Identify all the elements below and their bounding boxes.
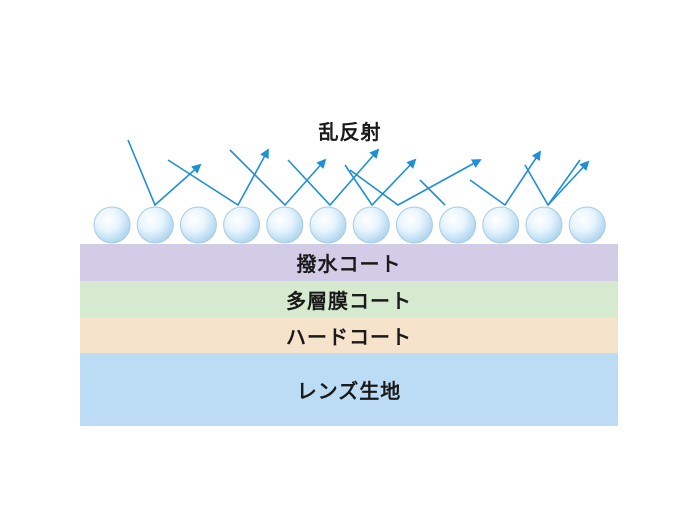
surface-particle	[93, 206, 131, 244]
surface-particle	[223, 206, 261, 244]
reflection-arrows	[127, 139, 590, 207]
layer-water-repellent-coat: 撥水コート	[80, 244, 618, 281]
layer-multilayer-coat: 多層膜コート	[80, 281, 618, 317]
surface-particle	[525, 206, 563, 244]
surface-particle	[136, 206, 174, 244]
reflection-arrow	[167, 148, 269, 207]
layer-hard-coat: ハードコート	[80, 317, 618, 353]
reflection-arrow	[419, 179, 446, 206]
surface-particle	[439, 206, 477, 244]
reflection-arrow	[547, 159, 581, 206]
surface-particle	[568, 206, 606, 244]
surface-particle	[179, 206, 217, 244]
surface-particle	[309, 206, 347, 244]
layer-lens-base: レンズ生地	[80, 353, 618, 426]
reflection-arrow	[524, 160, 590, 207]
surface-particle	[266, 206, 304, 244]
reflection-arrow	[287, 148, 380, 207]
surface-particle	[482, 206, 520, 244]
reflection-arrow	[127, 139, 202, 207]
reflection-arrow	[349, 159, 482, 206]
reflection-arrow	[229, 149, 327, 207]
reflection-arrow	[469, 150, 542, 207]
surface-particle	[352, 206, 390, 244]
surface-particles	[93, 206, 606, 244]
reflection-arrow	[344, 158, 417, 207]
surface-particle	[395, 206, 433, 244]
diagram-title: 乱反射	[318, 120, 382, 144]
